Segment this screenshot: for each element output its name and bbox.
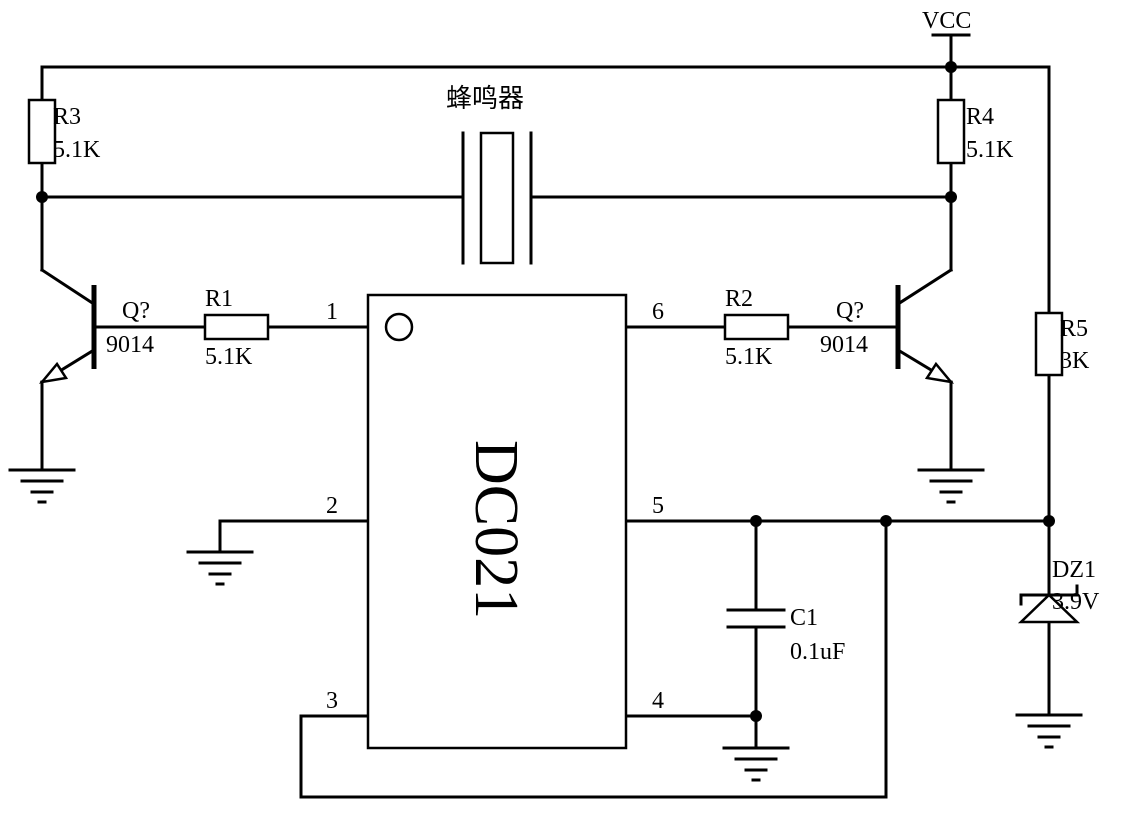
transistor-left-ref: Q? [122, 298, 150, 324]
resistor-r4-ref: R4 [966, 104, 994, 130]
ic-pin-5-label: 5 [652, 493, 664, 519]
buzzer-label: 蜂鸣器 [446, 84, 524, 114]
junction-dot [945, 61, 957, 73]
resistor-r2-value: 5.1K [725, 344, 773, 370]
ground-symbol [722, 746, 790, 782]
resistor-r5-value: 3K [1060, 348, 1090, 374]
junctions [36, 61, 1055, 722]
transistor-right-part: 9014 [820, 332, 868, 358]
resistor-r1: R1 5.1K [203, 286, 270, 370]
capacitor-c1: C1 0.1uF [726, 605, 845, 665]
ic-pin-2-label: 2 [326, 493, 338, 519]
resistor-r2-ref: R2 [725, 286, 753, 312]
resistor-r5-ref: R5 [1060, 316, 1088, 342]
zener-dz1-ref: DZ1 [1052, 557, 1096, 583]
ic-pin-6-label: 6 [652, 299, 664, 325]
junction-dot [750, 515, 762, 527]
ground-symbol [186, 550, 254, 586]
resistor-r4-value: 5.1K [966, 137, 1014, 163]
junction-dot [36, 191, 48, 203]
wires [40, 33, 1051, 799]
resistor-r3: R3 5.1K [27, 98, 101, 165]
ground-symbol [1015, 713, 1083, 749]
resistor-r1-ref: R1 [205, 286, 233, 312]
resistor-r3-ref: R3 [53, 104, 81, 130]
transistor-right: Q? 9014 [820, 267, 955, 385]
junction-dot [945, 191, 957, 203]
transistor-left: Q? 9014 [38, 267, 154, 385]
junction-dot [1043, 515, 1055, 527]
ic-dc021: DC021 1 2 3 6 5 4 [326, 293, 664, 750]
buzzer: 蜂鸣器 [446, 84, 533, 265]
zener-dz1-value: 3.9V [1052, 589, 1100, 615]
vcc-symbol: VCC [922, 8, 971, 37]
ic-pin-4-label: 4 [652, 688, 664, 714]
transistor-right-ref: Q? [836, 298, 864, 324]
transistor-left-part: 9014 [106, 332, 154, 358]
vcc-label: VCC [922, 8, 971, 34]
junction-dot [750, 710, 762, 722]
resistor-r5: R5 3K [1034, 311, 1090, 377]
junction-dot [880, 515, 892, 527]
resistor-r1-value: 5.1K [205, 344, 253, 370]
zener-dz1: DZ1 3.9V [1017, 557, 1100, 624]
ground-symbol [917, 468, 985, 504]
resistor-r2: R2 5.1K [723, 286, 790, 370]
resistor-r3-value: 5.1K [53, 137, 101, 163]
capacitor-c1-value: 0.1uF [790, 639, 845, 665]
ic-name: DC021 [462, 440, 530, 619]
capacitor-c1-ref: C1 [790, 605, 818, 631]
ground-symbol [8, 468, 76, 504]
ic-pin-3-label: 3 [326, 688, 338, 714]
ic-pin-1-label: 1 [326, 299, 338, 325]
resistor-r4: R4 5.1K [936, 98, 1014, 165]
